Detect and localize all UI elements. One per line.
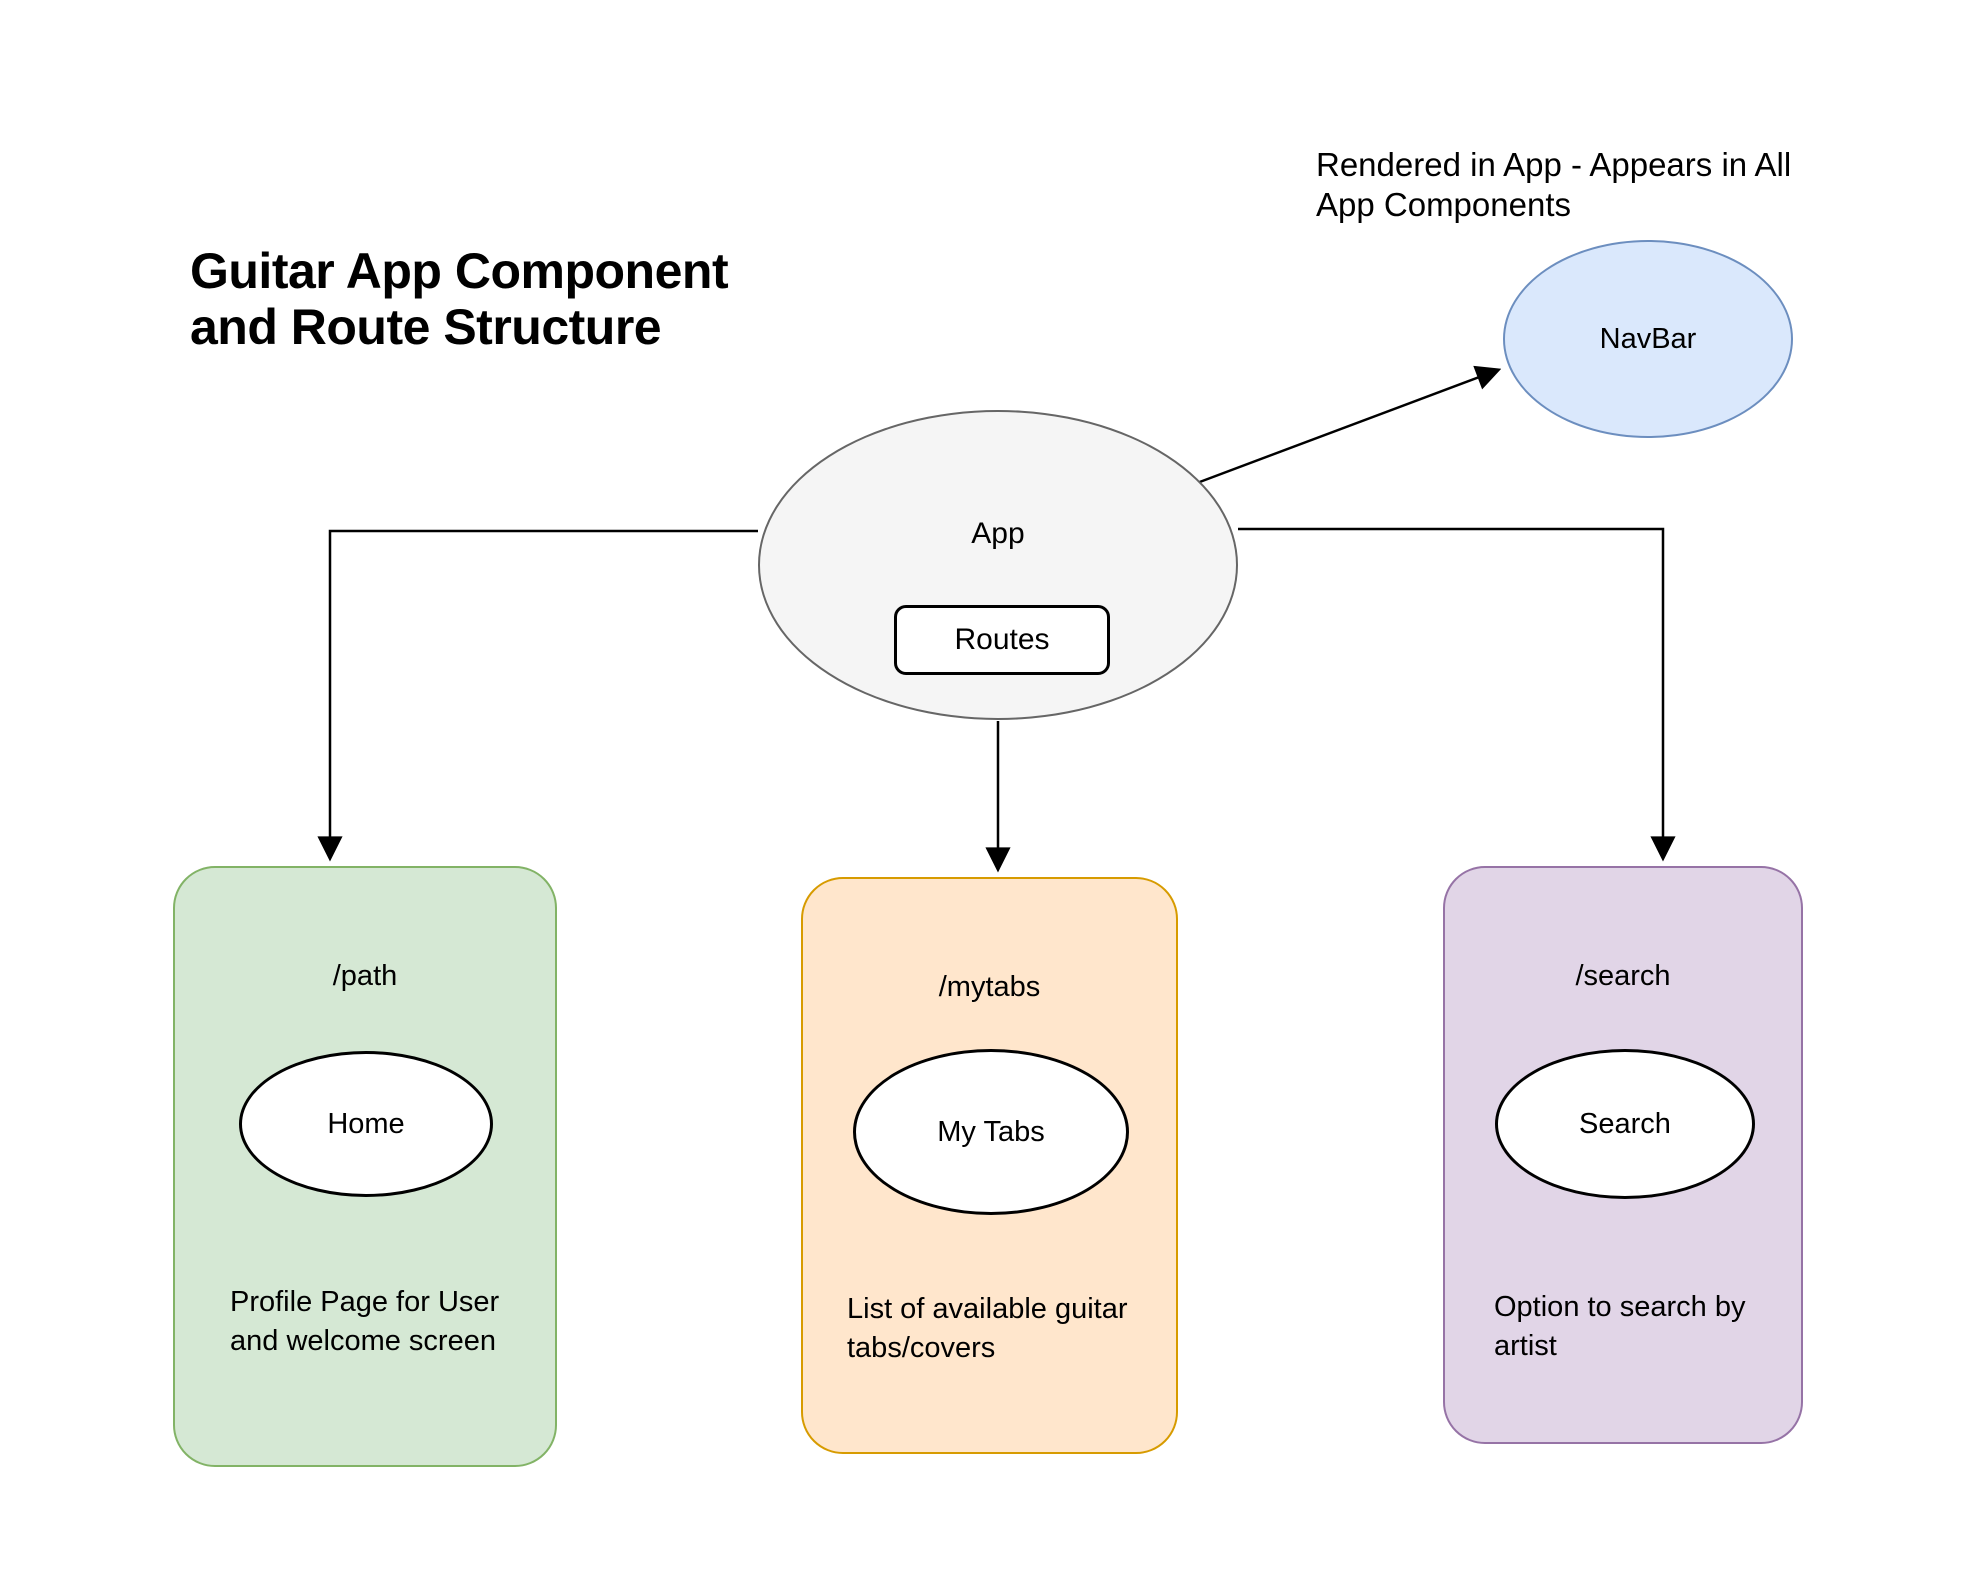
- navbar-node: NavBar: [1503, 240, 1793, 438]
- home-component-node: Home: [239, 1051, 493, 1197]
- route-card-mytabs: /mytabs My Tabs List of available guitar…: [801, 877, 1178, 1454]
- route-path-mytabs: /mytabs: [938, 971, 1041, 1003]
- route-card-search: /search Search Option to search by artis…: [1443, 866, 1803, 1444]
- connector-app-home: [330, 529, 758, 858]
- search-component-node: Search: [1495, 1049, 1755, 1199]
- mytabs-component-label: My Tabs: [937, 1115, 1045, 1148]
- search-description: Option to search by artist: [1494, 1291, 1746, 1362]
- navbar-node-label: NavBar: [1599, 322, 1697, 355]
- home-description: Profile Page for User and welcome screen: [230, 1286, 500, 1357]
- mytabs-description: List of available guitar tabs/covers: [847, 1293, 1128, 1364]
- search-component-label: Search: [1579, 1107, 1671, 1140]
- diagram-title: Guitar App Component and Route Structure: [190, 243, 729, 355]
- route-path-home: /path: [332, 960, 398, 992]
- app-node: App Routes: [758, 410, 1238, 720]
- route-card-home: /path Home Profile Page for User and wel…: [173, 866, 557, 1467]
- connector-app-search: [1238, 527, 1663, 858]
- routes-node-label: Routes: [954, 623, 1050, 656]
- navbar-annotation: Rendered in App - Appears in All App Com…: [1316, 146, 1792, 223]
- home-component-label: Home: [327, 1107, 405, 1140]
- app-node-label: App: [971, 517, 1025, 550]
- connector-app-navbar: [1196, 370, 1498, 485]
- routes-node: Routes: [894, 605, 1110, 675]
- route-path-search: /search: [1575, 960, 1671, 992]
- mytabs-component-node: My Tabs: [853, 1049, 1129, 1215]
